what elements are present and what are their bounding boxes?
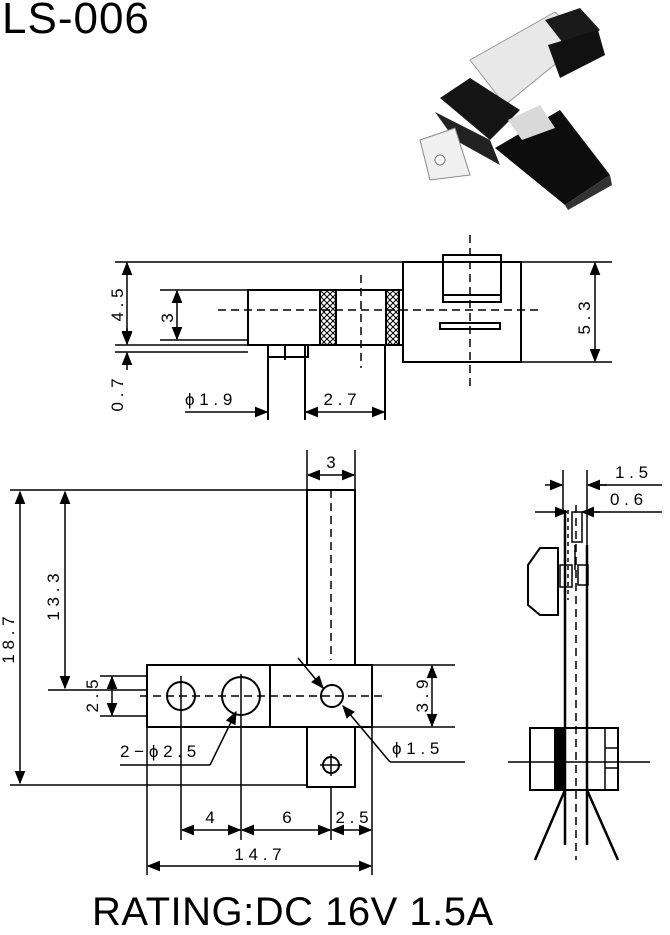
part-title: LS-006 bbox=[2, 0, 150, 43]
side-base bbox=[529, 727, 619, 791]
dim-1-5: 1 . 5 bbox=[615, 463, 648, 482]
dim-phi-1-5: ϕ 1 . 5 bbox=[392, 739, 439, 758]
top-view bbox=[115, 235, 612, 420]
rating-label: RATING:DC 16V 1.5A bbox=[92, 890, 494, 934]
dim-4: 4 bbox=[205, 808, 214, 827]
dim-13-3: 1 3 . 3 bbox=[44, 573, 63, 620]
top-right-inner bbox=[442, 254, 502, 303]
side-bump bbox=[527, 547, 559, 616]
dim-0-7: 0 . 7 bbox=[108, 378, 127, 411]
side-view bbox=[508, 470, 662, 861]
product-illustration bbox=[419, 8, 612, 210]
pin-hatch-right bbox=[385, 289, 400, 346]
dim-3-9: 3 . 9 bbox=[413, 679, 432, 712]
dim-5-3: 5 . 3 bbox=[575, 301, 594, 334]
pin-hatch-left bbox=[319, 289, 337, 346]
dim-3-front: 3 bbox=[326, 453, 335, 472]
dim-2-phi-2-5: 2 − ϕ 2 . 5 bbox=[120, 742, 196, 761]
dim-14-7: 1 4 . 7 bbox=[234, 845, 281, 864]
dim-6: 6 bbox=[282, 808, 291, 827]
dim-2-7: 2 . 7 bbox=[323, 390, 356, 409]
dim-4-5: 4 . 5 bbox=[108, 288, 127, 321]
dim-phi-1-9: ϕ 1 . 9 bbox=[185, 390, 232, 409]
dim-2-5-horiz: 2 . 5 bbox=[335, 808, 368, 827]
top-right-block bbox=[402, 261, 522, 363]
dim-18-7: 1 8 . 7 bbox=[0, 616, 18, 663]
dim-3-top: 3 bbox=[158, 313, 177, 322]
front-view bbox=[10, 450, 465, 875]
dim-2-5-vert: 2 . 5 bbox=[83, 679, 102, 712]
dim-0-6: 0 . 6 bbox=[610, 490, 643, 509]
